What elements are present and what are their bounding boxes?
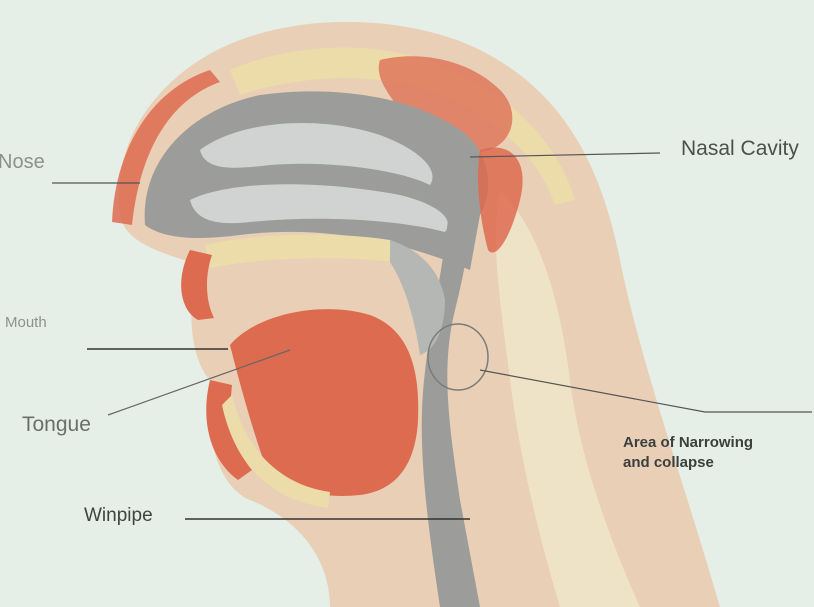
tongue-label: Tongue bbox=[22, 414, 91, 435]
winpipe-label: Winpipe bbox=[84, 506, 153, 525]
and-collapse-label: and collapse bbox=[623, 455, 714, 470]
nasal-cavity-label: Nasal Cavity bbox=[681, 138, 799, 159]
nose-label: Nose bbox=[0, 152, 45, 172]
mouth-label: Mouth bbox=[5, 315, 47, 330]
area-of-narrowing-label: Area of Narrowing bbox=[623, 435, 753, 450]
